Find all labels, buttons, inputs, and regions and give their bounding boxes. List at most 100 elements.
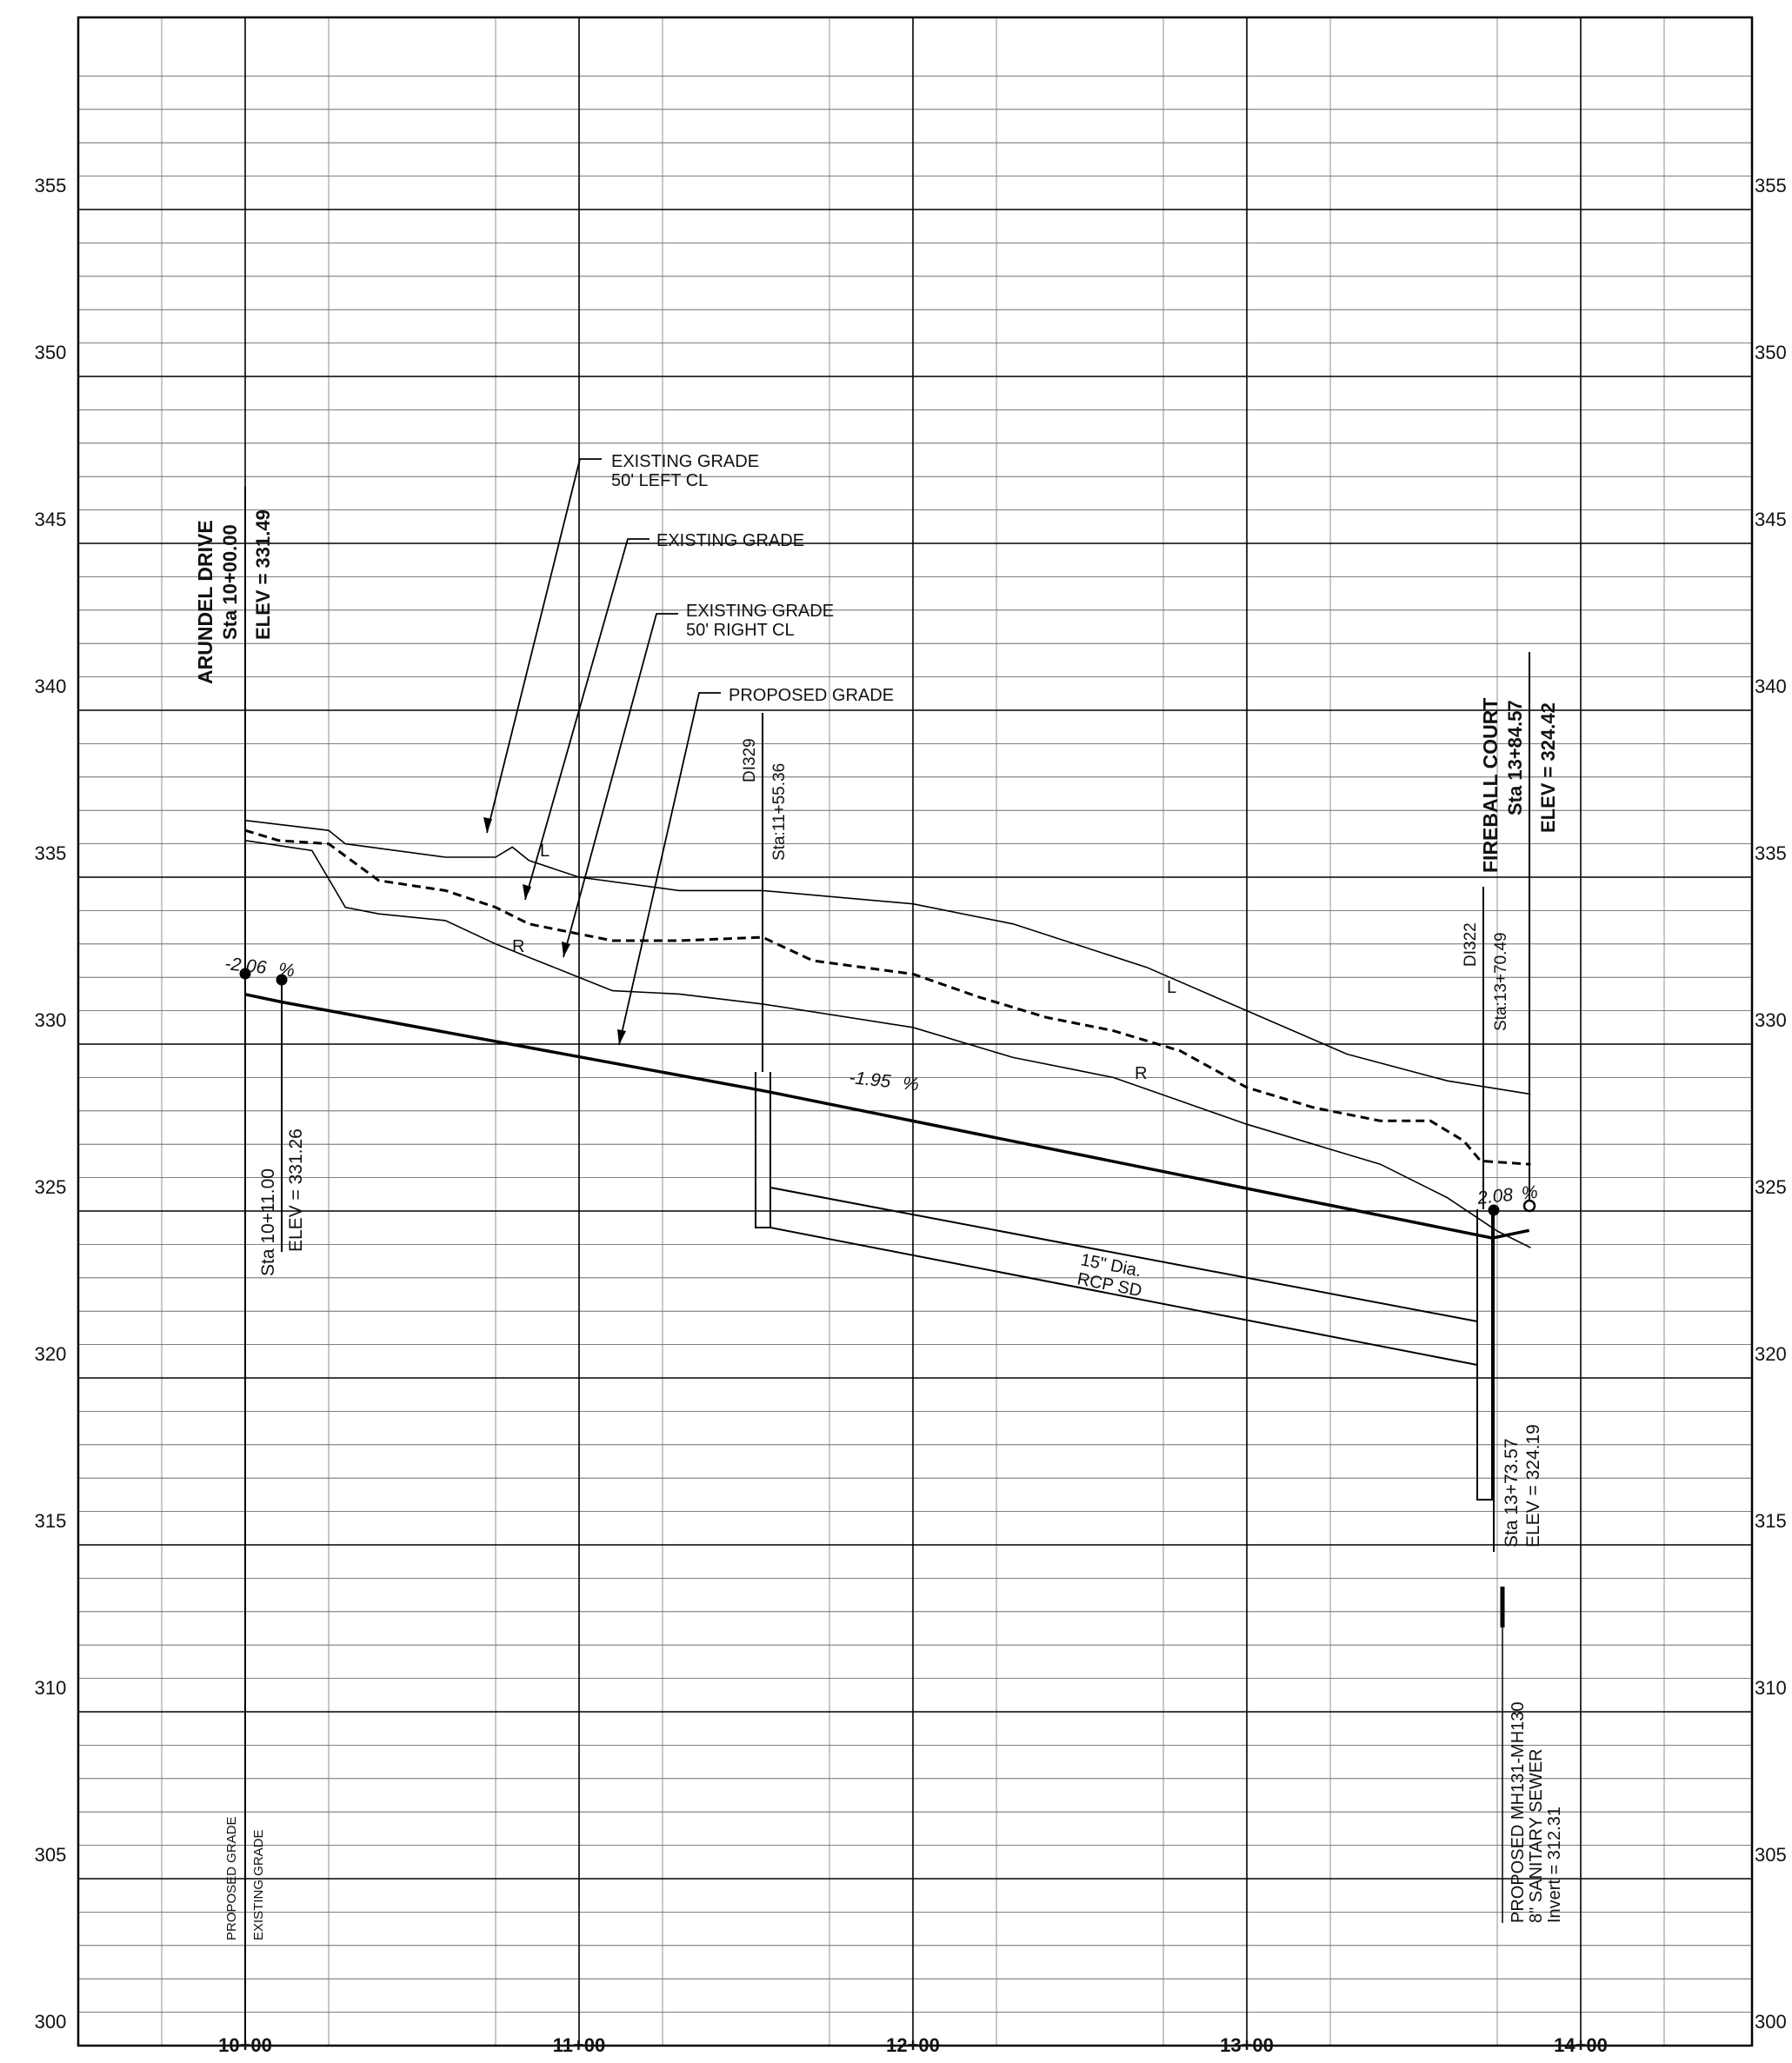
fireball-station: Sta 13+84.57 (1504, 700, 1526, 815)
di322-structure (1476, 1209, 1493, 1501)
di329-station: Sta:11+55.36 (770, 763, 789, 861)
fireball-name: FIREBALL COURT (1479, 698, 1502, 873)
grade-3: 2.08% (1476, 1182, 1539, 1208)
row-label-proposed: PROPOSED GRADE (224, 1816, 239, 1940)
pvi-points (239, 968, 1536, 1216)
pipe-invert (769, 1227, 1478, 1366)
row-label-existing: EXISTING GRADE (251, 1829, 266, 1940)
elev-label-300: 300 (35, 2011, 67, 2033)
leader-eg-left (486, 458, 602, 834)
pipe-crown (769, 1187, 1478, 1322)
callout-existing-right-1: EXISTING GRADE (686, 602, 834, 621)
elev-label-305: 305 (35, 1844, 67, 1866)
leader-eg-cl (524, 538, 650, 901)
leader-arrowheads (483, 817, 626, 1045)
callout-existing-cl: EXISTING GRADE (656, 531, 804, 550)
arrow-eg-right (562, 942, 570, 957)
grade-1: -2.06% (223, 954, 296, 981)
arrow-proposed (617, 1029, 626, 1045)
pvi-1 (276, 974, 288, 986)
grade-1-value: -2.06 (223, 954, 267, 978)
storm-drain (244, 487, 1530, 2043)
leader-eg-right (563, 613, 678, 958)
pvi1-elevation: ELEV = 331.26 (286, 1128, 306, 1252)
arrow-eg-cl (523, 884, 531, 900)
elev-label-350: 350 (35, 342, 67, 363)
elev-label-right-320: 320 (1755, 1343, 1787, 1365)
pvi2-station: Sta 13+73.57 (1502, 1438, 1522, 1547)
elev-label-right-355: 355 (1755, 175, 1787, 196)
callout-existing-left-2: 50' LEFT CL (611, 471, 708, 490)
elev-label-335: 335 (35, 842, 67, 864)
elev-label-right-345: 345 (1755, 509, 1787, 530)
existing-grade-right-line (244, 840, 1531, 1248)
arundel-drive-label: ARUNDEL DRIVE Sta 10+00.00 ELEV = 331.49 (194, 509, 274, 684)
sewer-label-3: Invert = 312.31 (1545, 1807, 1564, 1923)
elevation-axis-right: 355 350 345 340 335 330 325 320 315 310 … (1755, 175, 1787, 2033)
di322-name: DI322 (1462, 922, 1480, 967)
existing-grade-left-line (244, 819, 1531, 1095)
elev-label-right-330: 330 (1755, 1009, 1787, 1031)
profile-lines (244, 819, 1531, 1248)
callout-proposed: PROPOSED GRADE (729, 686, 894, 705)
elev-label-right-325: 325 (1755, 1176, 1787, 1198)
pvi2-elevation: ELEV = 324.19 (1523, 1424, 1543, 1547)
minor-grid (78, 17, 1752, 2046)
elev-label-right-310: 310 (1755, 1677, 1787, 1699)
station-label-11-00: 11+00 (553, 2034, 606, 2056)
elev-label-325: 325 (35, 1176, 67, 1198)
elev-label-345: 345 (35, 509, 67, 530)
arundel-elev: ELEV = 331.49 (252, 509, 274, 640)
arundel-station: Sta 10+00.00 (219, 524, 241, 640)
station-label-12-00: 12+00 (886, 2034, 940, 2056)
grade-2-percent: % (902, 1074, 920, 1095)
callout-existing-left-1: EXISTING GRADE (611, 452, 759, 471)
arrow-eg-left (483, 817, 492, 833)
grade-3-value: 2.08 (1476, 1185, 1514, 1208)
elev-label-315: 315 (35, 1510, 67, 1532)
elev-label-355: 355 (35, 175, 67, 196)
left-marker-1: L (540, 842, 550, 861)
existing-grade-centerline (244, 829, 1531, 1166)
elev-label-320: 320 (35, 1343, 67, 1365)
elev-label-right-315: 315 (1755, 1510, 1787, 1532)
elev-label-right-305: 305 (1755, 1844, 1787, 1866)
station-label-13-00: 13+00 (1220, 2034, 1274, 2056)
station-label-14-00: 14+00 (1554, 2034, 1608, 2056)
grid-frame (77, 16, 1754, 2047)
di322-station: Sta:13+70.49 (1492, 932, 1510, 1031)
grade-3-percent: % (1521, 1182, 1539, 1204)
di329-structure (755, 1072, 771, 1228)
right-marker-2: R (1135, 1064, 1147, 1083)
pvi-2 (1488, 1204, 1500, 1216)
elev-label-310: 310 (35, 1677, 67, 1699)
pvi-start (239, 968, 251, 980)
leader-proposed (618, 692, 721, 1046)
proposed-grade-line (244, 993, 1530, 1240)
elevation-axis-left: 355 350 345 340 335 330 325 320 315 310 … (35, 175, 67, 2033)
right-marker-1: R (512, 937, 524, 956)
elev-label-340: 340 (35, 675, 67, 697)
pvi-end (1522, 1199, 1536, 1213)
fireball-court-label: FIREBALL COURT Sta 13+84.57 ELEV = 324.4… (1479, 698, 1559, 873)
di329-name: DI329 (741, 738, 759, 782)
pvi1-station: Sta 10+11.00 (258, 1168, 278, 1276)
callout-existing-right-2: 50' RIGHT CL (686, 621, 795, 640)
grade-1-percent: % (277, 960, 296, 982)
grade-2: -1.95% (848, 1068, 920, 1095)
sewer-label-1: PROPOSED MH131-MH130 (1509, 1701, 1528, 1923)
elev-label-right-350: 350 (1755, 342, 1787, 363)
fireball-elev: ELEV = 324.42 (1537, 702, 1559, 833)
grade-2-value: -1.95 (848, 1068, 891, 1092)
arundel-name: ARUNDEL DRIVE (194, 520, 217, 684)
callout-leaders (486, 458, 721, 1046)
left-marker-2: L (1167, 978, 1176, 997)
elev-label-right-300: 300 (1755, 2011, 1787, 2033)
elev-label-330: 330 (35, 1009, 67, 1031)
elev-label-right-335: 335 (1755, 842, 1787, 864)
sewer-label-2: 8" SANITARY SEWER (1527, 1749, 1546, 1924)
elevation-table: PROPOSED GRADE EXISTING GRADE (224, 1816, 266, 1940)
elev-label-right-340: 340 (1755, 675, 1787, 697)
